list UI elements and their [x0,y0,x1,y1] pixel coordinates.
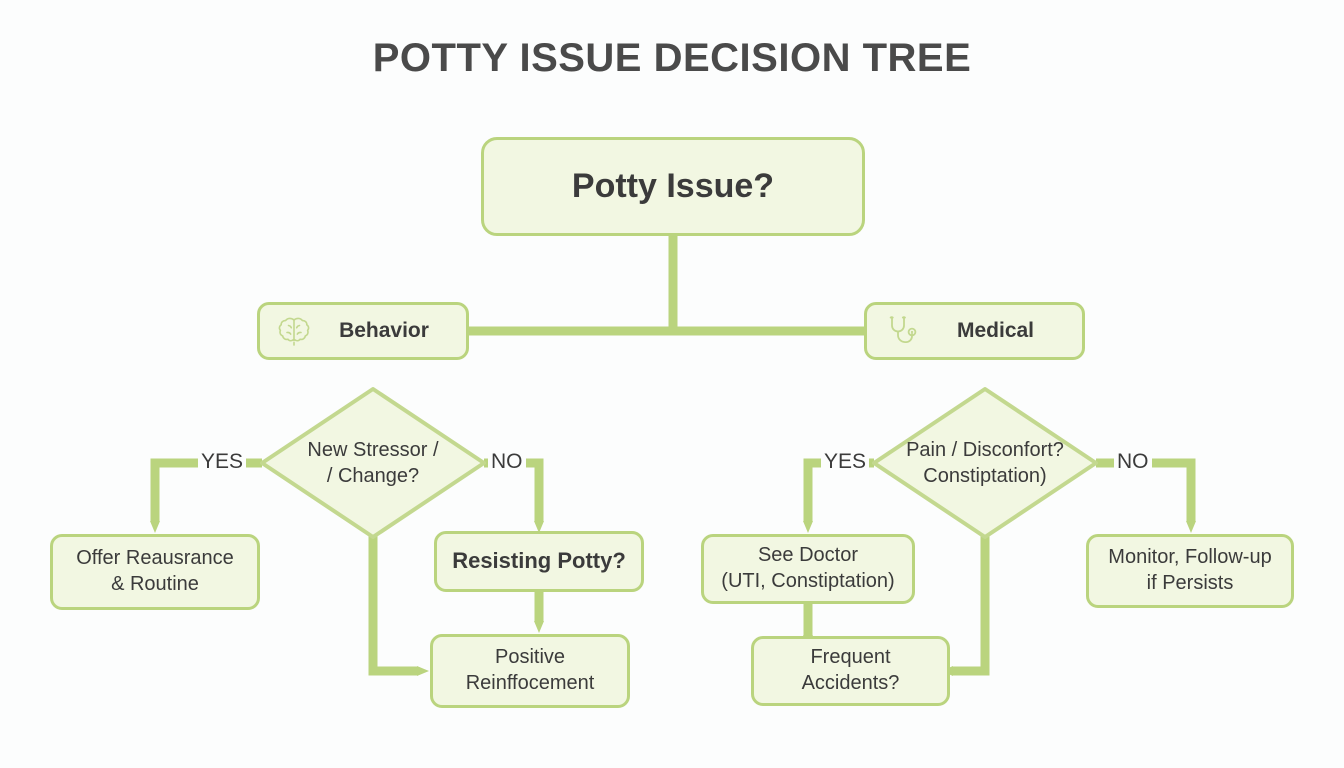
node-positive-reinforcement[interactable]: Positive Reinffocement [430,634,630,708]
stethoscope-icon [881,311,921,351]
edge-medical-bottom [941,535,990,676]
node-see-doctor-label: See Doctor (UTI, Constiptation) [721,544,895,592]
node-offer-reassurance-label: Offer Reausrance & Routine [76,547,234,595]
edge-label-behavior-yes: YES [198,450,247,474]
edge-label-medical-no: NO [1114,450,1152,474]
node-resisting-potty-label: Resisting Potty? [452,548,626,574]
node-behavior[interactable]: Behavior [257,302,469,360]
node-frequent-accidents-label: Frequent Accidents? [801,646,900,694]
brain-icon [274,311,314,351]
node-positive-reinforcement-label: Positive Reinffocement [465,646,595,694]
diamond-shape [872,387,1098,539]
edge-label-medical-yes: YES [821,450,870,474]
node-medical-label: Medical [956,318,1035,342]
page-title: POTTY ISSUE DECISION TREE [372,36,972,80]
edge-label-behavior-no: NO [488,450,526,474]
node-monitor-followup[interactable]: Monitor, Follow-up if Persists [1086,534,1294,608]
node-medical[interactable]: Medical [864,302,1085,360]
node-medical-decision[interactable]: Pain / Disconfort? Constiptation) [870,385,1100,541]
node-offer-reassurance[interactable]: Offer Reausrance & Routine [50,534,260,610]
node-see-doctor[interactable]: See Doctor (UTI, Constiptation) [701,534,915,604]
node-behavior-label: Behavior [339,318,429,342]
node-resisting-potty[interactable]: Resisting Potty? [434,531,644,592]
diamond-shape [260,387,486,539]
node-frequent-accidents[interactable]: Frequent Accidents? [751,636,950,706]
edge-behavior-bottom [368,535,429,676]
node-behavior-decision[interactable]: New Stressor / / Change? [258,385,488,541]
node-root-label: Potty Issue? [571,166,775,205]
node-monitor-followup-label: Monitor, Follow-up if Persists [1108,546,1272,594]
node-root-potty-issue[interactable]: Potty Issue? [481,137,865,236]
